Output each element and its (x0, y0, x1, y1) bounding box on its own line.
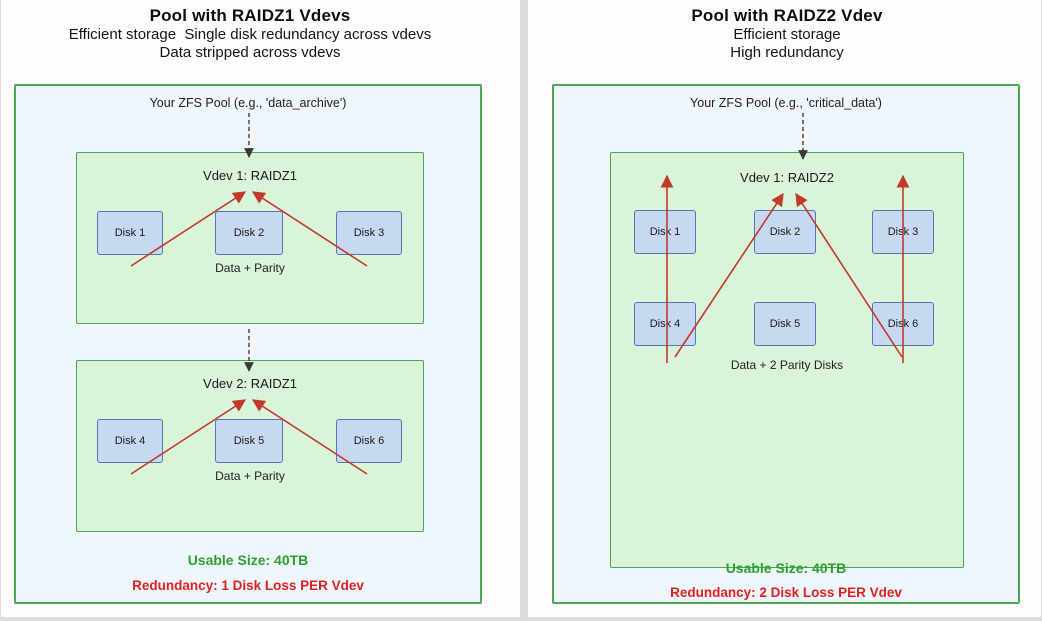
disk-right-6: Disk 6 (872, 302, 934, 346)
disk-right-3: Disk 3 (872, 210, 934, 254)
left-vdev1-label: Vdev 1: RAIDZ1 (203, 168, 297, 183)
left-pool-label: Your ZFS Pool (e.g., 'data_archive') (149, 96, 347, 110)
left-subtitle-2: Data stripped across vdevs (159, 44, 341, 61)
disk-right-2: Disk 2 (754, 210, 816, 254)
right-vdev1-label: Vdev 1: RAIDZ2 (740, 170, 834, 185)
disk-left-2: Disk 2 (215, 211, 283, 255)
left-subtitle-1: Efficient storage Single disk redundancy… (68, 26, 432, 43)
right-usable-size: Usable Size: 40TB (725, 560, 847, 576)
disk-right-5: Disk 5 (754, 302, 816, 346)
left-vdev2-label: Vdev 2: RAIDZ1 (203, 376, 297, 391)
right-pool-label: Your ZFS Pool (e.g., 'critical_data') (690, 96, 882, 110)
disk-right-4: Disk 4 (634, 302, 696, 346)
disk-left-4: Disk 4 (97, 419, 163, 463)
left-usable-size: Usable Size: 40TB (187, 552, 309, 568)
disk-left-6: Disk 6 (336, 419, 402, 463)
right-vdev1-note: Data + 2 Parity Disks (730, 358, 844, 372)
right-redundancy: Redundancy: 2 Disk Loss PER Vdev (670, 585, 902, 600)
left-vdev1-note: Data + Parity (215, 261, 285, 275)
left-redundancy: Redundancy: 1 Disk Loss PER Vdev (132, 578, 364, 593)
right-subtitle-1: Efficient storage (733, 26, 841, 43)
disk-left-1: Disk 1 (97, 211, 163, 255)
right-title: Pool with RAIDZ2 Vdev (691, 6, 883, 25)
right-subtitle-2: High redundancy (730, 44, 844, 61)
disk-right-1: Disk 1 (634, 210, 696, 254)
disk-left-3: Disk 3 (336, 211, 402, 255)
disk-left-5: Disk 5 (215, 419, 283, 463)
left-vdev2-note: Data + Parity (215, 469, 285, 483)
left-title: Pool with RAIDZ1 Vdevs (149, 6, 351, 25)
